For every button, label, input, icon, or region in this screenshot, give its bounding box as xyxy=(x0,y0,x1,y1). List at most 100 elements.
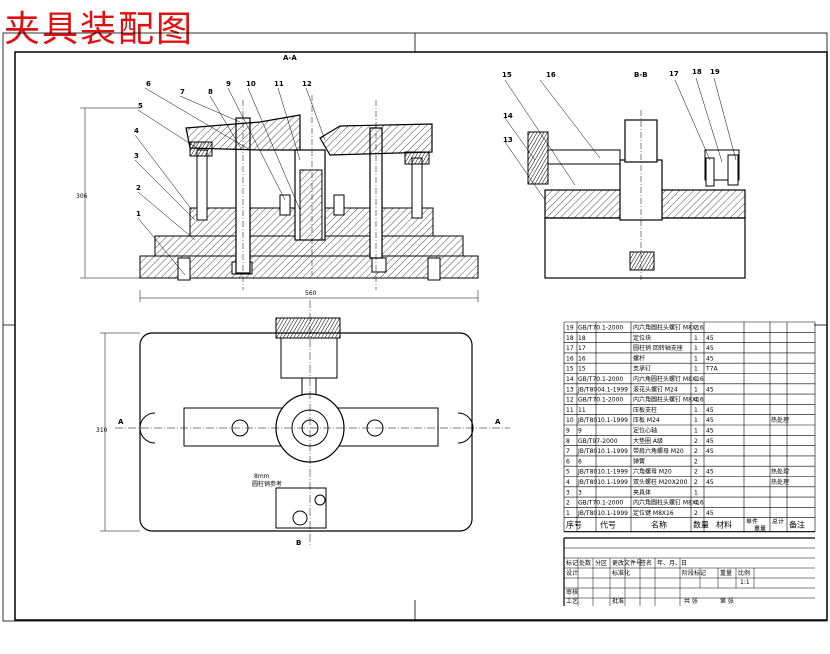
bom-no: 18 xyxy=(566,335,574,342)
small-dimension-label: 圆柱销参考 xyxy=(252,480,282,488)
title-row1-4: 签名 xyxy=(640,559,652,567)
bom-header-total: 总计 xyxy=(772,518,784,526)
title-standard: 标准化 xyxy=(612,569,630,577)
width-dimension: 560 xyxy=(305,290,317,297)
bom-qty: 1 xyxy=(694,417,698,424)
bom-no: 2 xyxy=(566,500,570,507)
bom-name: 压板支柱 xyxy=(633,406,657,414)
part-14: 14 xyxy=(503,112,513,120)
title-sheets: 共 张 xyxy=(684,597,698,605)
title-row1-0: 标记 xyxy=(566,559,578,567)
bom-code: 16 xyxy=(578,355,586,362)
bom-no: 1 xyxy=(566,510,570,517)
part-8: 8 xyxy=(208,88,213,96)
bom-code: JB/T8010.1-1999 xyxy=(577,448,628,455)
title-row1-1: 处数 xyxy=(579,559,591,567)
bom-no: 15 xyxy=(566,366,574,373)
bom-header-code: 代号 xyxy=(600,520,616,530)
bom-name: 大垫圈 A级 xyxy=(633,437,663,445)
bom-name: 夹具体 xyxy=(633,488,651,496)
bom-name: 双头螺柱 M20X200 xyxy=(633,478,687,486)
title-block: 标记处数分区更改文件号签名年、月、日设计标准化阶段标记重量比例1:1审核工艺批准… xyxy=(563,537,815,606)
bom-qty: 4 xyxy=(694,500,698,507)
bom-code: 17 xyxy=(578,345,586,352)
section-b-label: B-B xyxy=(634,71,648,79)
title-process: 工艺 xyxy=(566,597,578,605)
part-4: 4 xyxy=(134,127,139,135)
bom-header-weight: 重量 xyxy=(754,525,766,533)
small-dimension: 8mm xyxy=(254,473,270,480)
bom-code: JB/T8010.1-1999 xyxy=(577,417,628,424)
bom-no: 13 xyxy=(566,386,574,393)
bom-qty: 1 xyxy=(694,366,698,373)
bom-note: 热处理 xyxy=(771,416,789,424)
bom-name: 支承钉 xyxy=(633,365,651,373)
bom-note: 热处理 xyxy=(771,468,789,476)
bom-no: 10 xyxy=(566,417,574,424)
bom-qty: 2 xyxy=(694,438,698,445)
b-bottom-marker: B xyxy=(296,539,301,547)
bom-no: 7 xyxy=(566,448,570,455)
bom-note: 热处理 xyxy=(771,478,789,486)
bom-material: 45 xyxy=(706,479,714,486)
bom-qty: 1 xyxy=(694,335,698,342)
part-19: 19 xyxy=(710,68,720,76)
bom-code: GB/T97-2000 xyxy=(578,438,618,445)
part-12: 12 xyxy=(302,80,312,88)
bom-qty: 1 xyxy=(694,345,698,352)
bom-code: 3 xyxy=(578,489,582,496)
inner-border xyxy=(14,51,828,621)
bom-no: 14 xyxy=(566,376,574,383)
part-2: 2 xyxy=(136,184,141,192)
bom-code: JB/T8004.1-1999 xyxy=(577,386,628,393)
bom-no: 11 xyxy=(566,407,574,414)
bom-qty: 1 xyxy=(694,428,698,435)
bom-name: 内六角圆柱头螺钉 M8X16 xyxy=(633,499,704,507)
a-left-marker: A xyxy=(118,418,124,426)
part-1: 1 xyxy=(136,210,141,218)
bom-material: 45 xyxy=(706,355,714,362)
bom-no: 3 xyxy=(566,489,570,496)
part-16: 16 xyxy=(546,71,556,79)
bom-header-material: 材料 xyxy=(716,520,732,530)
front-section-view: A-A 306 560 xyxy=(76,54,479,302)
bom-qty: 2 xyxy=(694,479,698,486)
part-6: 6 xyxy=(146,80,151,88)
bom-header-no: 序号 xyxy=(566,520,582,530)
bom-code: GB/T70.1-2000 xyxy=(578,397,623,404)
bom-qty: 2 xyxy=(694,325,698,332)
bom-code: GB/T70.1-2000 xyxy=(578,325,623,332)
bom-material: 45 xyxy=(706,448,714,455)
bom-material: 45 xyxy=(706,345,714,352)
bom-qty: 2 xyxy=(694,448,698,455)
bom-no: 9 xyxy=(566,428,570,435)
title-weight: 重量 xyxy=(720,569,732,577)
bom-name: 弹簧 xyxy=(633,457,645,465)
title-sheet: 第 张 xyxy=(720,597,734,605)
bom-header-unit: 单件 xyxy=(746,518,758,526)
bom-header-note: 备注 xyxy=(789,520,805,530)
bom-name: 六角螺母 M20 xyxy=(633,468,672,476)
bom-name: 内六角圆柱头螺钉 M8X16 xyxy=(633,396,704,404)
bom-qty: 2 xyxy=(694,458,698,465)
title-row1-5: 年、月、日 xyxy=(657,559,687,567)
bom-name: 定位块 xyxy=(633,334,651,342)
bom-name: 定位心轴 xyxy=(633,427,657,435)
title-approve: 批准 xyxy=(612,597,624,605)
bom-material: 45 xyxy=(706,407,714,414)
bom-code: JB/T8010.1-1999 xyxy=(577,510,628,517)
bom-name: 定位键 M8X16 xyxy=(633,509,674,517)
bom-code: 15 xyxy=(578,366,586,373)
part-7: 7 xyxy=(180,88,185,96)
bom-code: 9 xyxy=(578,428,582,435)
plan-height-dimension: 310 xyxy=(96,427,108,434)
bom-no: 19 xyxy=(566,325,574,332)
plan-view: 310 8mm 圆柱销参考 xyxy=(96,300,510,545)
title-stage: 阶段标记 xyxy=(682,569,706,577)
bom-name: 圆柱销 回转轴支座 xyxy=(633,344,683,352)
bom-qty: 1 xyxy=(694,407,698,414)
side-section-view: B-B xyxy=(504,71,746,280)
bom-name: 螺杆 xyxy=(633,354,645,362)
bom-no: 8 xyxy=(566,438,570,445)
